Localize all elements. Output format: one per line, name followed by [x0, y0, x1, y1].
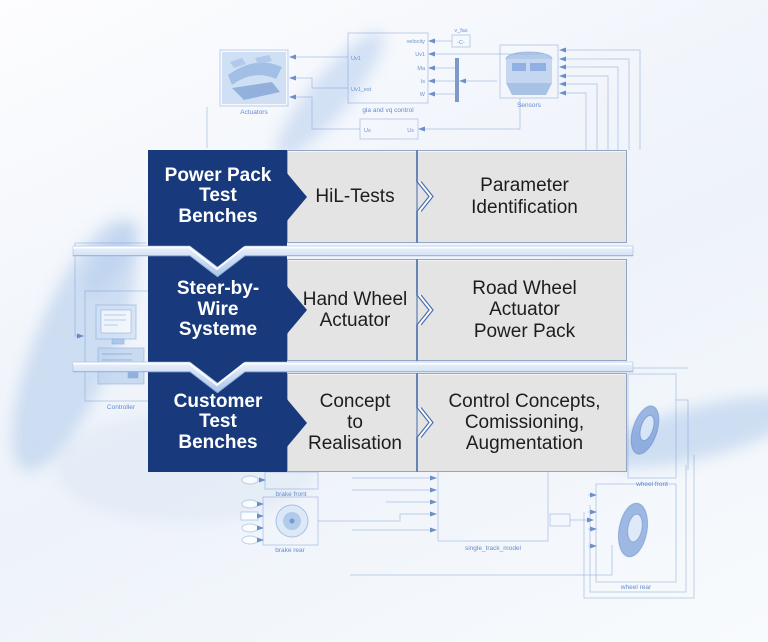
- const-value-label: -C-: [457, 40, 465, 46]
- row2-step1-text: Hand Wheel Actuator: [302, 288, 408, 331]
- brake-rear-label: brake rear: [275, 547, 305, 554]
- row2-chevron-divider: [416, 259, 434, 361]
- actuators-label: Actuators: [240, 109, 268, 116]
- row1-step1-text: HiL-Tests: [315, 185, 395, 207]
- row2-label: Steer-by- Wire Systeme: [176, 278, 260, 341]
- wheel-rear-block: [588, 483, 677, 583]
- process-dark-column: [148, 150, 287, 472]
- wheel-front-block: [627, 367, 689, 479]
- row1-step2-text: Parameter Identification: [471, 175, 578, 218]
- brake-rear-block: [240, 496, 319, 546]
- row2-step2-box: [417, 259, 627, 361]
- row3-label: Customer Test Benches: [173, 390, 263, 453]
- single-track-label: single_track_model: [465, 545, 522, 552]
- row3-chevron-divider: [416, 373, 434, 472]
- wheel-front-label: wheel front: [635, 481, 668, 488]
- const-name-label: v_fas: [454, 28, 467, 34]
- mux-bar: [455, 58, 459, 102]
- controller-label: Controller: [107, 404, 136, 411]
- row1-label: Power Pack Test Benches: [164, 164, 272, 227]
- constant-block: [451, 34, 471, 48]
- row1-chevron-divider: [416, 150, 434, 243]
- port-ma: Ma: [417, 66, 426, 72]
- brake-front-block: [241, 471, 319, 490]
- row2-step2-text: Road Wheel Actuator Power Pack: [472, 278, 577, 342]
- feedback-out-label: Us: [407, 128, 414, 134]
- port-is: Is: [421, 79, 426, 85]
- port-uv1-r: Uv1: [415, 52, 425, 58]
- port-velocity: velocity: [407, 39, 426, 45]
- actuators-image-block: [219, 49, 289, 107]
- row3-step1-box: [287, 373, 417, 472]
- wheel-rear-label: wheel rear: [620, 584, 652, 591]
- port-uv1: Uv1: [351, 56, 361, 62]
- feedback-in-label: Us: [364, 128, 371, 134]
- port-w: W: [420, 92, 426, 98]
- port-uv1-est: Uv1_est: [351, 87, 372, 93]
- wires-top: [74, 38, 641, 339]
- ribbon-band-1: [72, 245, 634, 278]
- sensors-image-block: [499, 44, 559, 99]
- row3-step2-text: Control Concepts, Comissioning, Augmenta…: [448, 390, 601, 455]
- brake-front-label: brake front: [275, 491, 306, 498]
- row3-step1-text: Concept to Realisation: [308, 390, 402, 455]
- row1-step2-box: [417, 150, 627, 243]
- row2-step1-box: [287, 259, 417, 361]
- background-labels: Actuators Sensors Controller gla and vq …: [107, 28, 668, 591]
- ribbon-band-2: [72, 361, 634, 394]
- nested-wiring-rects: [350, 455, 695, 599]
- control-block-label: gla and vq control: [362, 107, 414, 114]
- sensors-label: Sensors: [517, 102, 542, 109]
- row3-step2-box: [417, 373, 627, 472]
